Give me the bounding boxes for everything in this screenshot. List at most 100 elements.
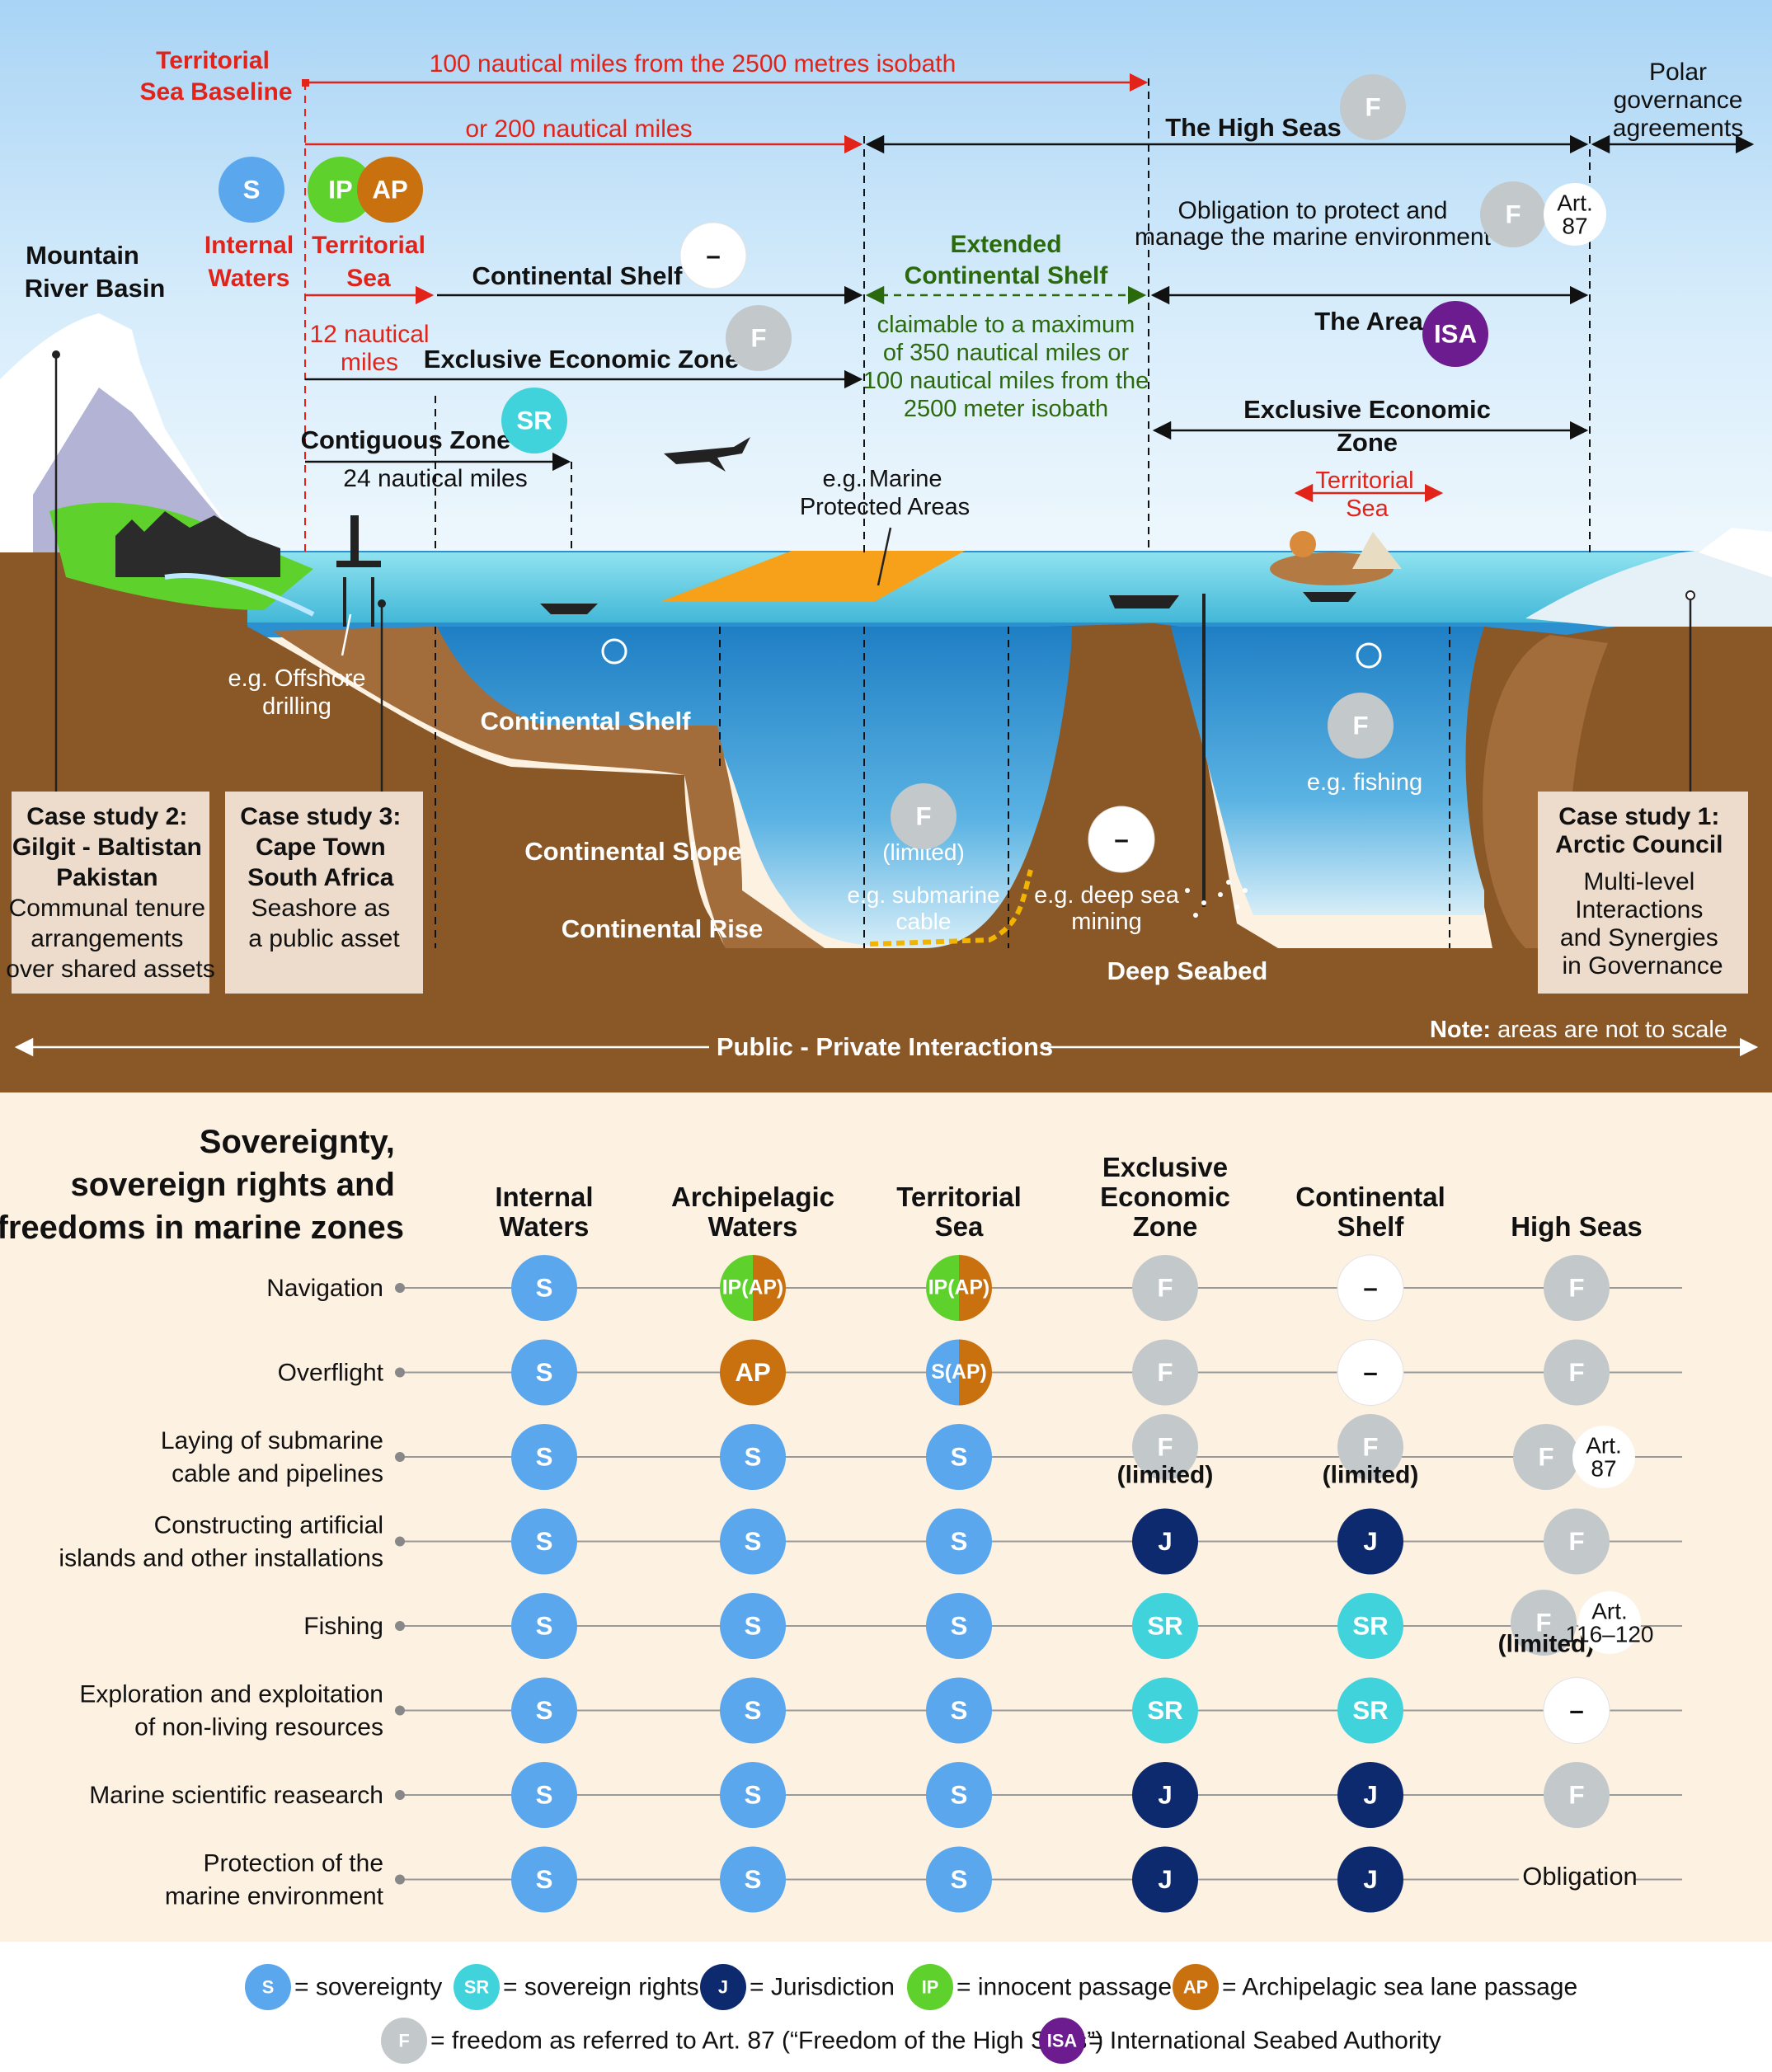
cell-r1-c2: S(AP) — [926, 1339, 992, 1406]
cell-r1-c5-glyph: F — [1568, 1358, 1584, 1387]
legend-text-IP: = innocent passage — [957, 1974, 1172, 2001]
cell-r5-c4-glyph: SR — [1352, 1696, 1388, 1725]
badge-art87-top-line1: Art. — [1557, 190, 1593, 216]
cell-r6-c3-glyph: J — [1158, 1781, 1172, 1810]
cell-r7-c0-circle — [511, 1846, 577, 1913]
cell-r5-c3-circle — [1132, 1677, 1198, 1744]
label-100nm: 100 nautical miles from the 2500 metres … — [430, 50, 957, 78]
cell-r6-c3: J — [1132, 1762, 1198, 1828]
badge-internal-waters: S — [219, 157, 284, 223]
cell-r6-c0-circle — [511, 1762, 577, 1828]
cell-r7-c5-bg — [1519, 1861, 1634, 1898]
cell-r3-c2: S — [926, 1508, 992, 1575]
marine-protected-area-patch — [660, 551, 965, 602]
badge-the-area: ISA — [1422, 301, 1488, 367]
cell-r3-c2-glyph: S — [951, 1527, 968, 1556]
cell-r1-c2-right — [959, 1339, 992, 1406]
label-deep-seabed: Deep Seabed — [1107, 956, 1268, 985]
cell-r0-c4-circle — [1337, 1254, 1404, 1322]
cell-r3-c3-circle — [1132, 1508, 1198, 1575]
cell-r1-c2-left — [926, 1339, 959, 1406]
badge-art87-top-circle — [1544, 183, 1606, 246]
legend-badge-AP-circle — [1173, 1964, 1219, 2010]
column-header-5: High Seas — [1511, 1211, 1643, 1242]
cell-r4-c5-art-circle — [1578, 1591, 1641, 1654]
cell-r0-c3: F — [1132, 1255, 1198, 1321]
label-eez: Exclusive Economic Zone — [424, 345, 739, 374]
legend-text-SR: = sovereign rights — [503, 1974, 699, 2001]
case-study-2-text: Case study 2: Gilgit - Baltistan Pakista… — [6, 803, 214, 983]
badge-fishing: F — [1328, 693, 1394, 759]
label-high-seas: The High Seas — [1165, 113, 1342, 142]
fishing-boat-1 — [540, 604, 598, 614]
cell-r3-c3: J — [1132, 1508, 1198, 1575]
cell-r4-c1-glyph: S — [745, 1612, 762, 1641]
cell-r6-c0-glyph: S — [536, 1781, 553, 1810]
legend-badge-J-circle — [700, 1964, 746, 2010]
badge-eez-glyph: F — [750, 324, 766, 353]
badge-territorial-ip: IP — [308, 157, 374, 223]
cell-r2-c1: S — [720, 1424, 786, 1490]
table-row-dot — [395, 1367, 405, 1378]
cell-r0-c3-glyph: F — [1157, 1274, 1173, 1303]
badge-eez: F — [726, 305, 792, 371]
cell-r6-c4: J — [1337, 1762, 1403, 1828]
badge-high-seas-circle — [1340, 74, 1406, 140]
cell-r0-c4-glyph: – — [1363, 1274, 1377, 1303]
cell-r6-c2-circle — [926, 1762, 992, 1828]
cell-r7-c4-circle — [1337, 1846, 1403, 1913]
cell-r5-c4: SR — [1337, 1677, 1403, 1744]
cell-r2-c5-glyph: F — [1538, 1443, 1553, 1472]
badge-deep-sea-mining-circle — [1088, 806, 1155, 873]
cell-r6-c5-circle — [1544, 1762, 1610, 1828]
cell-r4-c3: SR — [1132, 1593, 1198, 1659]
legend-badge-S-circle — [245, 1964, 291, 2010]
row-label-1: Overflight — [278, 1359, 384, 1386]
row-label-0: Navigation — [266, 1275, 383, 1302]
island-rock — [1352, 532, 1402, 569]
cell-r7-c1-glyph: S — [745, 1865, 762, 1894]
pointer-mpa — [877, 527, 892, 586]
label-24nm: 24 nautical miles — [343, 465, 527, 492]
pointer-offshore — [341, 613, 352, 656]
cell-r4-c0: S — [511, 1593, 577, 1659]
label-shelf-floor: Continental Shelf — [481, 707, 692, 735]
cell-r3-c2-circle — [926, 1508, 992, 1575]
legend-badge-J: J — [700, 1964, 746, 2010]
label-note: Note: areas are not to scale — [1430, 1017, 1727, 1043]
cell-r4-c5-art-line1: Art. — [1591, 1599, 1628, 1624]
legend-text-F: = freedom as referred to Art. 87 (“Freed… — [430, 2027, 1103, 2055]
pointer-dot — [378, 599, 386, 608]
river — [164, 573, 315, 617]
legend-badge-S: S — [245, 1964, 291, 2010]
cell-r5-c5: – — [1543, 1677, 1610, 1744]
legend-badge-IP-circle — [907, 1964, 953, 2010]
legend-badge-ISA-circle — [1039, 2018, 1085, 2064]
legend-badge-IP-glyph: IP — [922, 1977, 939, 1998]
cell-r2-c5-art-line1: Art. — [1586, 1433, 1622, 1459]
cell-r4-c1-circle — [720, 1593, 786, 1659]
cell-r3-c4-glyph: J — [1363, 1527, 1377, 1556]
cell-r6-c5: F — [1544, 1762, 1610, 1828]
fish-net-icon — [601, 638, 627, 665]
cell-r0-c4: – — [1337, 1254, 1404, 1322]
pointer-dot — [1685, 590, 1695, 600]
legend-badge-ISA-glyph: ISA — [1047, 2031, 1078, 2051]
iceberg — [1699, 528, 1772, 577]
cell-r2-c3: F — [1132, 1414, 1198, 1480]
legend-badge-J-glyph: J — [718, 1977, 728, 1998]
legend-text-ISA: = International Seabed Authority — [1088, 2027, 1441, 2055]
label-rise: Continental Rise — [562, 914, 764, 943]
cell-r1-c4-glyph: – — [1363, 1358, 1377, 1387]
legend-badge-F-circle — [381, 2018, 427, 2064]
cell-r0-c3-circle — [1132, 1255, 1198, 1321]
cell-r7-c3-circle — [1132, 1846, 1198, 1913]
cell-r7-c3-glyph: J — [1158, 1865, 1172, 1894]
